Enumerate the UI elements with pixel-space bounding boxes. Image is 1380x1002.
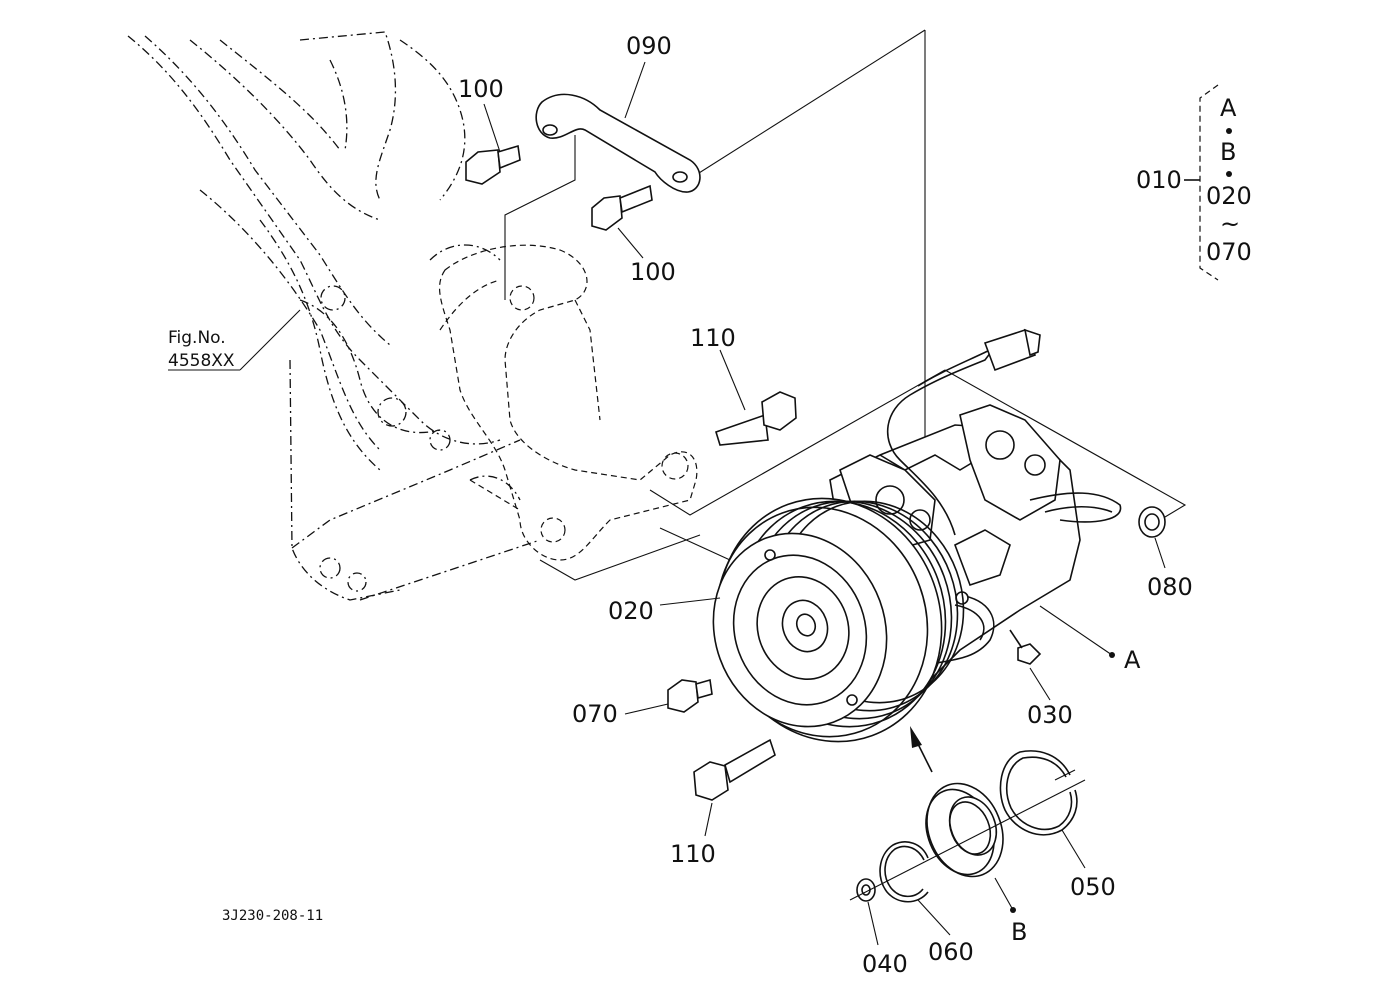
legend-range-end: 070 — [1206, 238, 1252, 266]
exploded-axis — [849, 726, 1086, 901]
label-090: 090 — [626, 32, 672, 60]
label-100-upper: 100 — [458, 75, 504, 103]
label-100-lower: 100 — [630, 258, 676, 286]
shim-040 — [856, 878, 876, 902]
bracket-090 — [535, 93, 701, 193]
label-030: 030 — [1027, 701, 1073, 729]
label-ref-a: A — [1124, 646, 1141, 674]
legend-ref-a: A — [1220, 94, 1237, 122]
bearing-b — [925, 782, 1004, 878]
legend-range-tilde: ~ — [1220, 210, 1240, 238]
label-110-lower: 110 — [670, 840, 716, 868]
fig-ref-line2: 4558XX — [168, 351, 235, 371]
assembly-legend-bracket — [1184, 84, 1232, 281]
bolt-110-upper — [715, 391, 797, 446]
label-050: 050 — [1070, 873, 1116, 901]
bolt-100-lower — [591, 184, 653, 231]
snap-ring-050 — [999, 750, 1078, 836]
drawing-id: 3J230-208-11 — [222, 908, 323, 924]
label-110-upper: 110 — [690, 324, 736, 352]
legend-ref-b: B — [1220, 138, 1236, 166]
label-040: 040 — [862, 950, 908, 978]
bolt-110-lower — [693, 738, 776, 801]
label-leaders — [168, 61, 1166, 946]
clutch-pulley-020 — [712, 497, 965, 743]
snap-ring-060 — [879, 841, 929, 903]
collar-080 — [1138, 506, 1166, 538]
compressor-mount-bracket — [439, 244, 698, 561]
bolt-100-upper — [465, 144, 521, 185]
bolt-070 — [667, 678, 713, 713]
engine-bracket-outline — [127, 31, 541, 601]
label-ref-b: B — [1011, 918, 1027, 946]
legend-range-start: 020 — [1206, 182, 1252, 210]
label-020: 020 — [608, 597, 654, 625]
label-070: 070 — [572, 700, 618, 728]
label-080: 080 — [1147, 573, 1193, 601]
fitting-030 — [1009, 629, 1042, 665]
legend-part-010: 010 — [1136, 166, 1182, 194]
fig-ref-line1: Fig.No. — [168, 328, 226, 348]
label-060: 060 — [928, 938, 974, 966]
